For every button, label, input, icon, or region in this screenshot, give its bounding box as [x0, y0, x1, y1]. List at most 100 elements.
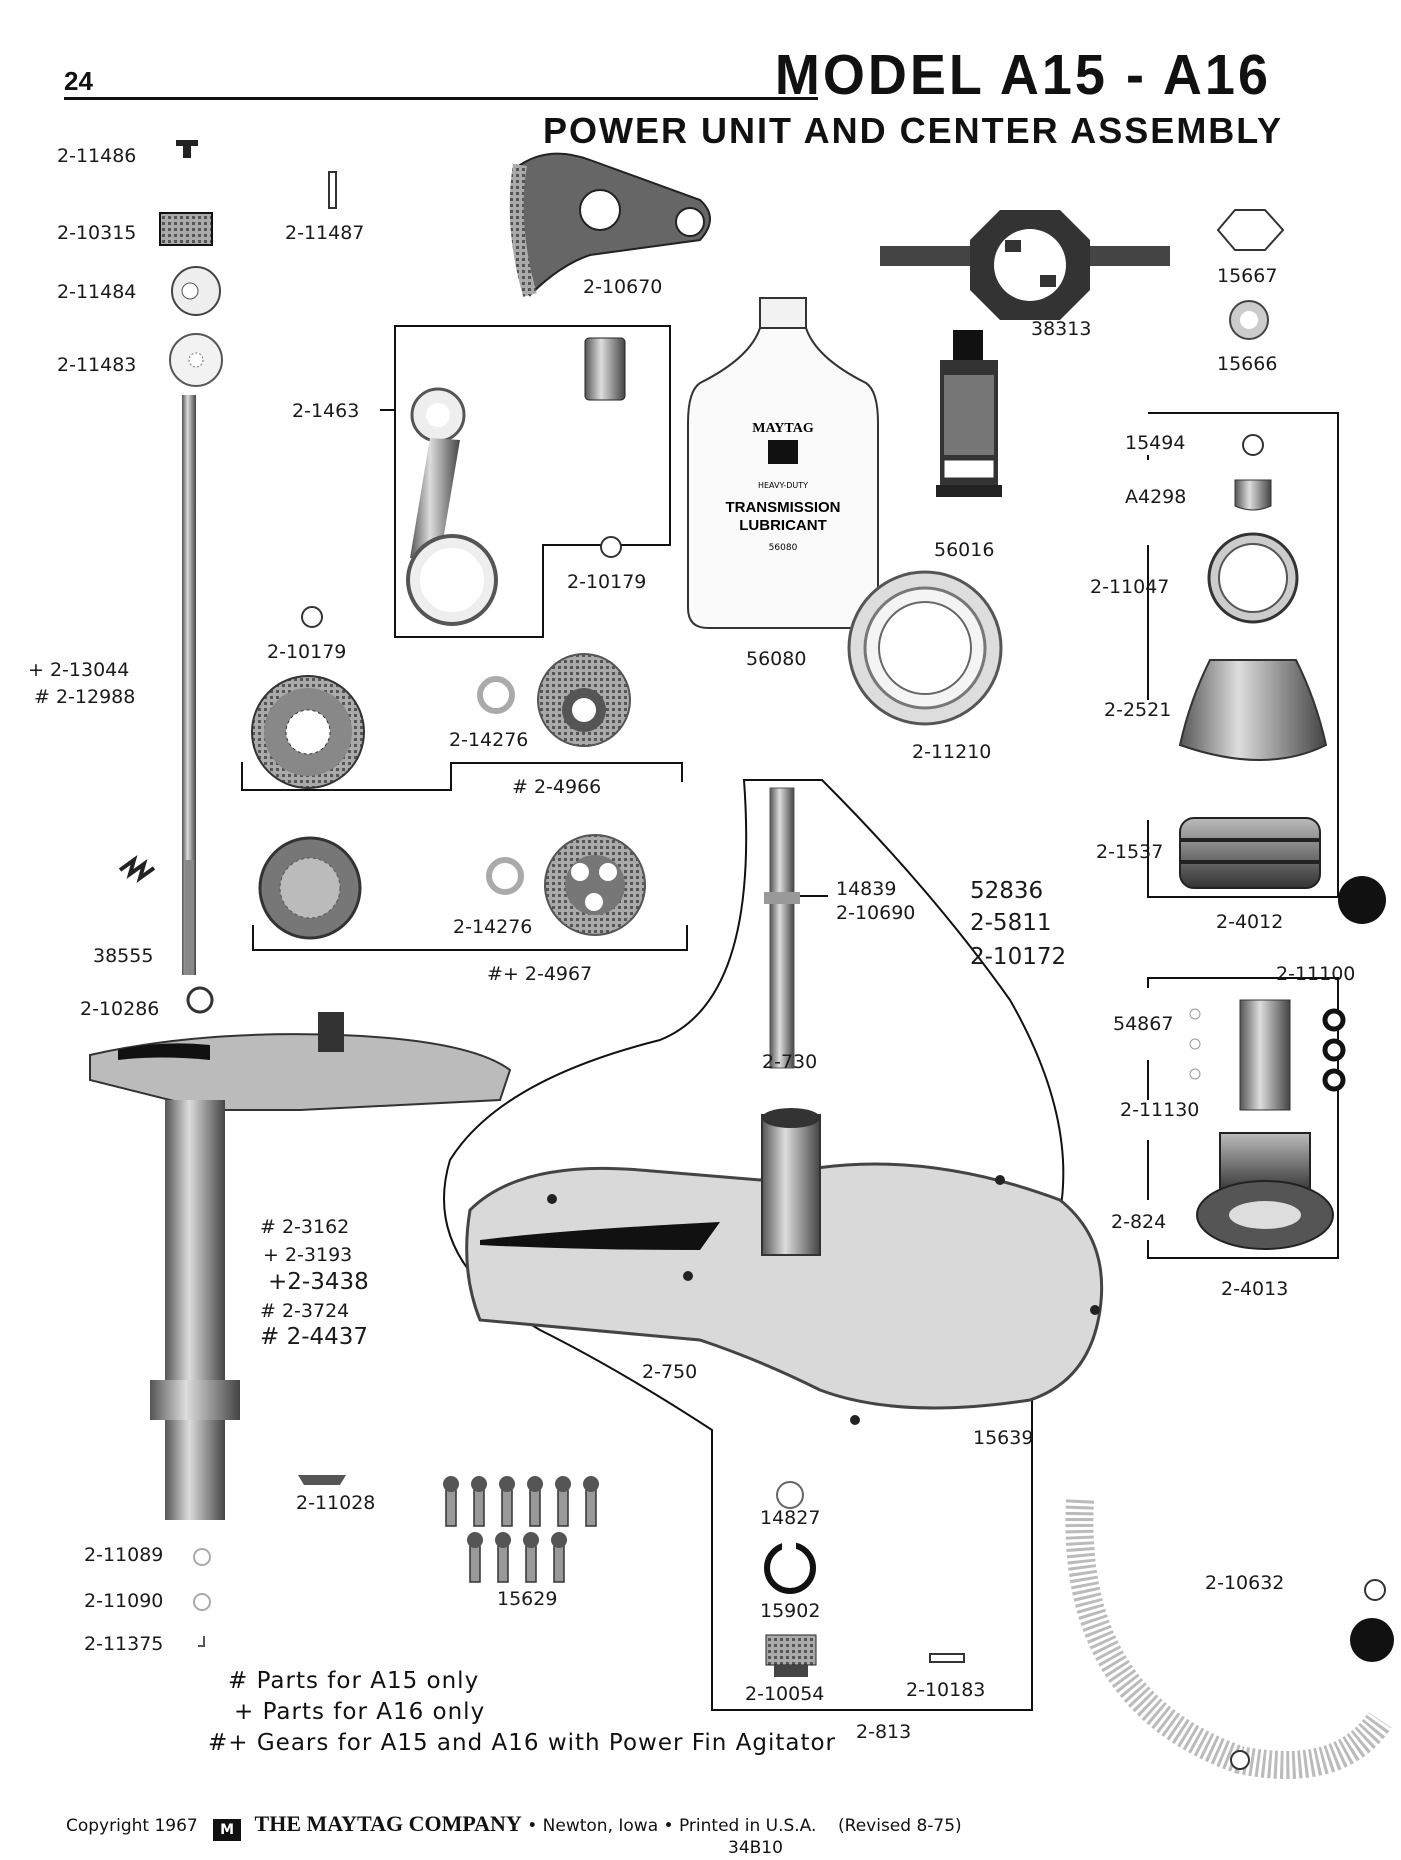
header-rule: [64, 97, 818, 100]
legend-notes: # Parts for A15 only + Parts for A16 onl…: [208, 1666, 836, 1759]
part-label: 2-4013: [1221, 1278, 1289, 1300]
part-label: 2-11487: [285, 222, 365, 244]
part-label: 2-730: [762, 1051, 818, 1073]
part-label: 15667: [1217, 265, 1278, 287]
page-subtitle: POWER UNIT AND CENTER ASSEMBLY: [542, 110, 1283, 151]
key-icon: [198, 1636, 205, 1647]
agitator-stub-shaft-icon: [764, 787, 800, 1069]
connecting-rod-kit-box: [380, 325, 671, 638]
pin-icon: [929, 1653, 965, 1663]
part-label: 2-10172: [970, 944, 1067, 970]
part-label: 2-10315: [57, 222, 137, 244]
part-label: + 2-3193: [263, 1244, 353, 1266]
bottle-line3: LUBRICANT: [739, 517, 827, 534]
bottle-line1: HEAVY-DUTY: [758, 481, 808, 490]
gear-set-bracket: [252, 925, 688, 951]
part-label: 2-11089: [84, 1544, 164, 1566]
boot-seal-icon: [1179, 817, 1321, 889]
footer-revised: (Revised 8-75): [838, 1816, 962, 1836]
pinion-gear-icon: [537, 653, 631, 747]
part-label: 2-11483: [57, 354, 137, 376]
note-a16-only: + Parts for A16 only: [234, 1699, 486, 1725]
part-label: # 2-4437: [260, 1324, 369, 1350]
thrust-washer-icon: [169, 333, 223, 387]
part-label: 15666: [1217, 353, 1278, 375]
cam-washer-icon: [171, 266, 221, 316]
footer-company: THE MAYTAG COMPANY: [254, 1811, 522, 1836]
drive-gear-icon: [258, 836, 362, 940]
part-label: +2-3438: [268, 1269, 369, 1295]
maytag-logo-icon: [768, 440, 798, 464]
part-label: 2-14276: [449, 729, 529, 751]
grease-tube-icon: [936, 330, 1002, 497]
bearing-sleeve-icon: [1239, 999, 1291, 1111]
part-label: 15902: [760, 1600, 821, 1622]
spanner-nut-icon: [1207, 532, 1299, 624]
part-label: 2-11130: [1120, 1099, 1200, 1121]
part-label: # 2-3724: [260, 1300, 350, 1322]
pinion-gear-icon: [765, 1634, 817, 1677]
bottle-number: 56080: [769, 543, 798, 553]
part-label: 2-824: [1111, 1211, 1167, 1233]
part-label: 2-10632: [1205, 1572, 1285, 1594]
part-label: # 2-3162: [260, 1216, 350, 1238]
part-label: 2-10670: [583, 276, 663, 298]
footer-copyright: Copyright 1967: [66, 1816, 198, 1836]
part-label: 2-10690: [836, 902, 916, 924]
part-label: 2-11028: [296, 1492, 376, 1514]
part-label: A4298: [1125, 486, 1187, 508]
part-label: 2-4012: [1216, 911, 1284, 933]
part-label: 2-11047: [1090, 576, 1170, 598]
part-label: 2-11486: [57, 145, 137, 167]
seal-ring-icon: [847, 570, 1003, 726]
part-label: 2-11484: [57, 281, 137, 303]
part-label: 2-10286: [80, 998, 160, 1020]
seal-kit-box: [1147, 412, 1339, 898]
footer: Copyright 1967 M THE MAYTAG COMPANY • Ne…: [66, 1811, 962, 1841]
retaining-ring-icon: [764, 1540, 816, 1594]
part-label: 52836: [970, 878, 1044, 904]
note-a15-only: # Parts for A15 only: [228, 1668, 480, 1694]
part-label: 2-10054: [745, 1683, 825, 1705]
o-ring-icon: [776, 1481, 804, 1509]
part-label: # 2-4966: [512, 776, 602, 798]
part-label: 2-10179: [567, 571, 647, 593]
part-label: 2-813: [856, 1721, 912, 1743]
part-label: 38313: [1031, 318, 1092, 340]
lock-washer-icon: [1229, 300, 1269, 340]
retainer-ring-icon: [600, 536, 622, 558]
bearing-kit-box: [1147, 977, 1339, 1259]
transmission-base-icon: [89, 1012, 512, 1520]
part-label: 15639: [973, 1427, 1034, 1449]
maytag-logo-icon: M: [213, 1819, 242, 1841]
small-o-rings-icon: [1189, 1008, 1201, 1080]
pin-icon: [328, 171, 337, 209]
catalog-code: 34B10: [728, 1838, 783, 1858]
page-number: 24: [64, 66, 93, 96]
page-title: MODEL A15 - A16: [774, 43, 1271, 107]
spring-icon: [118, 855, 156, 883]
part-label: 54867: [1113, 1013, 1174, 1035]
part-label: 38555: [93, 945, 154, 967]
part-label: 15494: [1125, 432, 1186, 454]
gear-sector-icon: [509, 152, 711, 297]
note-gears: #+ Gears for A15 and A16 with Power Fin …: [208, 1730, 836, 1756]
part-label: + 2-13044: [28, 659, 130, 681]
part-label: 2-750: [642, 1361, 698, 1383]
retainer-ring-icon: [301, 606, 323, 628]
cover-screws-icon: [443, 1476, 599, 1583]
part-label: 2-11375: [84, 1633, 164, 1655]
washer-icon: [193, 1548, 211, 1566]
part-label: 2-2521: [1104, 699, 1172, 721]
thrust-washer-icon: [486, 857, 524, 895]
bushing-icon: [584, 337, 626, 401]
part-label: 2-1463: [292, 400, 360, 422]
spanner-wrench-icon: [880, 210, 1170, 320]
bottle-line2: TRANSMISSION: [725, 499, 840, 516]
part-label: 14827: [760, 1507, 821, 1529]
footer-city: Newton, Iowa: [542, 1816, 659, 1836]
washer-icon: [298, 1475, 346, 1485]
part-label: 2-10179: [267, 641, 347, 663]
o-ring-icon: [186, 986, 214, 1014]
pinion-gear-icon: [544, 834, 646, 936]
